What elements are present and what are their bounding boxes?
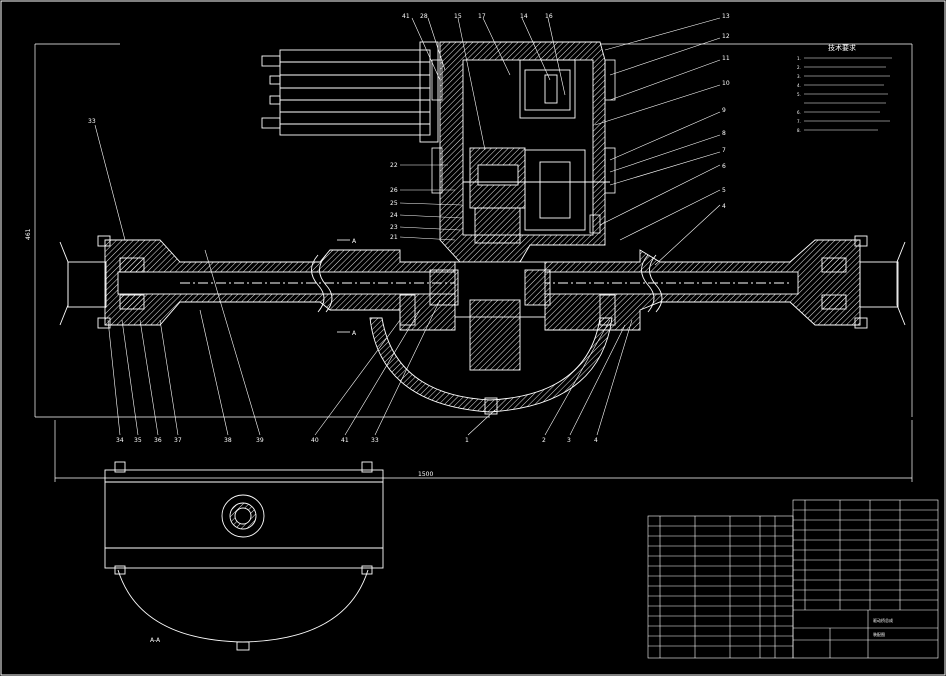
note-8: 8.: [797, 128, 801, 133]
callout-top-5: 14: [520, 13, 528, 20]
callout-top-6: 16: [545, 13, 553, 20]
dimension-lines: [34, 43, 913, 482]
callout-bottom-4: 37: [174, 437, 182, 444]
callout-right-6: 7: [722, 147, 726, 154]
notes-title: 技术要求: [828, 43, 856, 52]
note-3: 3.: [797, 74, 801, 79]
height-dimension: 461: [25, 228, 32, 240]
parts-list-right: [792, 499, 939, 659]
callout-left-marker: 33: [88, 118, 96, 125]
callout-left-6: 21: [390, 234, 398, 241]
callout-top-2: 28: [420, 13, 428, 20]
section-marks: [337, 239, 350, 333]
callout-top-4: 17: [478, 13, 486, 20]
callout-top-3: 15: [454, 13, 462, 20]
callout-left-2: 26: [390, 187, 398, 194]
callout-right-8: 5: [722, 187, 726, 194]
motor-body: [261, 41, 439, 143]
callout-right-7: 6: [722, 163, 726, 170]
section-mark-top: A: [352, 238, 357, 245]
note-2: 2.: [797, 65, 801, 70]
note-5: 5.: [797, 92, 801, 97]
callout-right-4: 9: [722, 107, 726, 114]
callout-bottom-11: 2: [542, 437, 546, 444]
callout-bottom-2: 35: [134, 437, 142, 444]
callout-bottom-7: 40: [311, 437, 319, 444]
callout-right-1: 12: [722, 33, 730, 40]
note-1: 1.: [797, 56, 801, 61]
leader-lines: [94, 17, 721, 436]
title-block-sheet: 装配图: [873, 631, 885, 637]
callout-right-9: 4: [722, 203, 726, 210]
section-view-label: A-A: [150, 637, 161, 644]
callout-right-5: 8: [722, 130, 726, 137]
callout-bottom-10: 1: [465, 437, 469, 444]
callout-bottom-8: 41: [341, 437, 349, 444]
callout-top-1: 41: [402, 13, 410, 20]
section-mark-bottom: A: [352, 330, 357, 337]
break-lines: [311, 254, 663, 313]
callout-left-5: 23: [390, 224, 398, 231]
note-6: 6.: [797, 110, 801, 115]
note-7: 7.: [797, 119, 801, 124]
overall-dimension: 1500: [418, 471, 433, 478]
axle-housing: [104, 239, 861, 331]
callout-left-1: 22: [390, 162, 398, 169]
callout-bottom-5: 38: [224, 437, 232, 444]
parts-list-left: [647, 515, 794, 659]
callout-top-7: 13: [722, 13, 730, 20]
notes-lines: [804, 57, 892, 131]
title-block-name: 驱动桥总成: [873, 617, 893, 623]
callout-bottom-1: 34: [116, 437, 124, 444]
gearbox-housing: [439, 41, 610, 263]
callout-bottom-3: 36: [154, 437, 162, 444]
section-view-aa: [104, 461, 384, 651]
callout-bottom-12: 3: [567, 437, 571, 444]
callout-bottom-9: 33: [371, 437, 379, 444]
callout-left-4: 24: [390, 212, 398, 219]
differential-bowl: [369, 269, 616, 415]
callout-right-3: 10: [722, 80, 730, 87]
right-hub: [821, 235, 906, 329]
note-4: 4.: [797, 83, 801, 88]
left-hub: [59, 235, 145, 329]
callout-bottom-13: 4: [594, 437, 598, 444]
callout-left-3: 25: [390, 200, 398, 207]
callout-bottom-6: 39: [256, 437, 264, 444]
callout-right-2: 11: [722, 55, 730, 62]
